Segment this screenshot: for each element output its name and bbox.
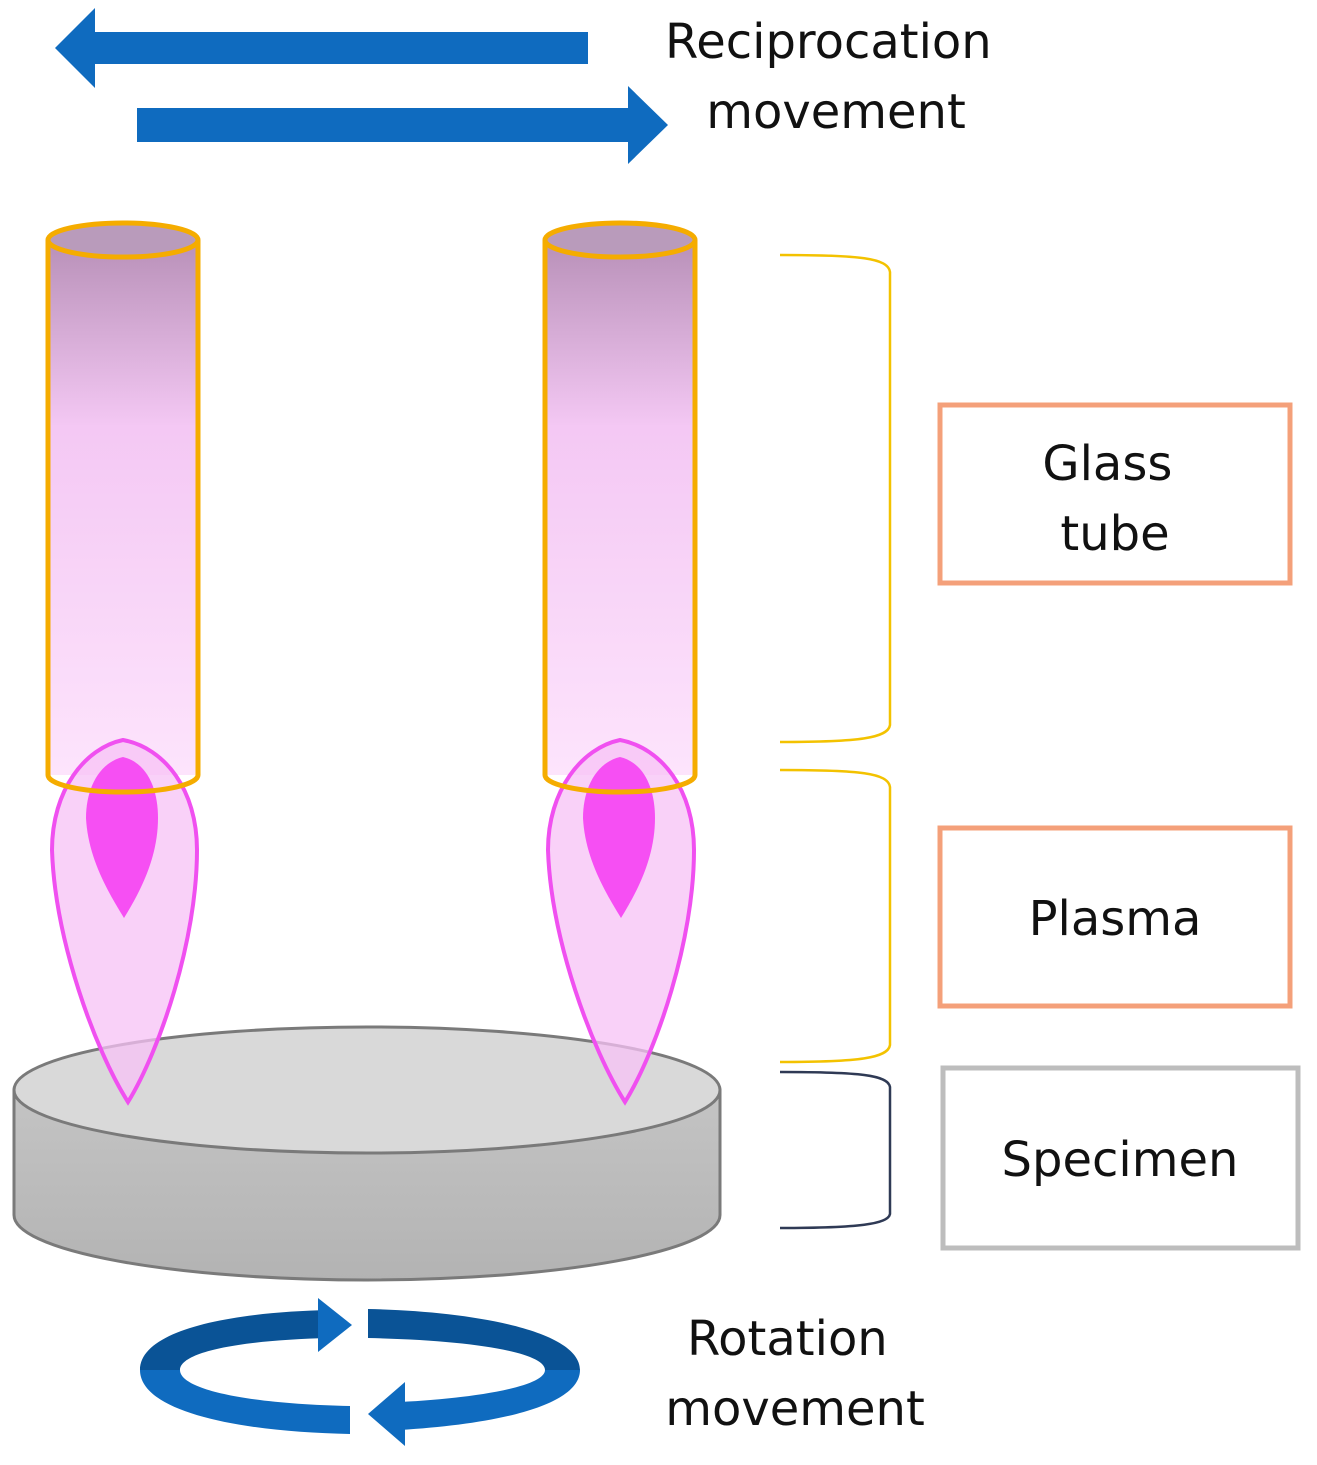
specimen-bracket [779, 1070, 892, 1230]
right-tube-bottom-rim [542, 774, 698, 795]
left-glass-tube [45, 220, 201, 775]
glass-tube-label: Glass tube [1042, 436, 1187, 562]
glass-tube-bracket [779, 253, 892, 744]
rotation-label-line1: Rotation [687, 1311, 888, 1367]
specimen-label-box [940, 1065, 1301, 1251]
reciprocation-label-line2: movement [706, 84, 966, 140]
reciprocation-label-line1: Reciprocation [665, 14, 992, 70]
plasma-bracket [779, 768, 892, 1064]
plasma-label-box [937, 825, 1293, 1009]
reciprocation-arrows-icon [55, 8, 668, 164]
specimen-top [12, 1025, 722, 1155]
right-plasma-flame [545, 737, 697, 1106]
rotation-label-line2: movement [665, 1381, 925, 1437]
specimen-disc [12, 1025, 722, 1282]
specimen-label: Specimen [1002, 1132, 1239, 1188]
left-plasma-flame [49, 737, 200, 1106]
glass-tube-label-line2: tube [1060, 506, 1169, 562]
left-tube-bottom-rim [45, 774, 201, 795]
right-glass-tube [542, 220, 698, 775]
glass-tube-label-box [937, 402, 1293, 586]
left-arrow-icon [55, 8, 588, 88]
glass-tube-label-line1: Glass [1042, 436, 1172, 492]
reciprocation-label: Reciprocation movement [665, 14, 1007, 140]
rotation-arrows-icon [140, 1298, 580, 1446]
plasma-label: Plasma [1029, 891, 1202, 947]
rotation-label: Rotation movement [665, 1311, 925, 1437]
right-arrow-icon [137, 86, 668, 164]
